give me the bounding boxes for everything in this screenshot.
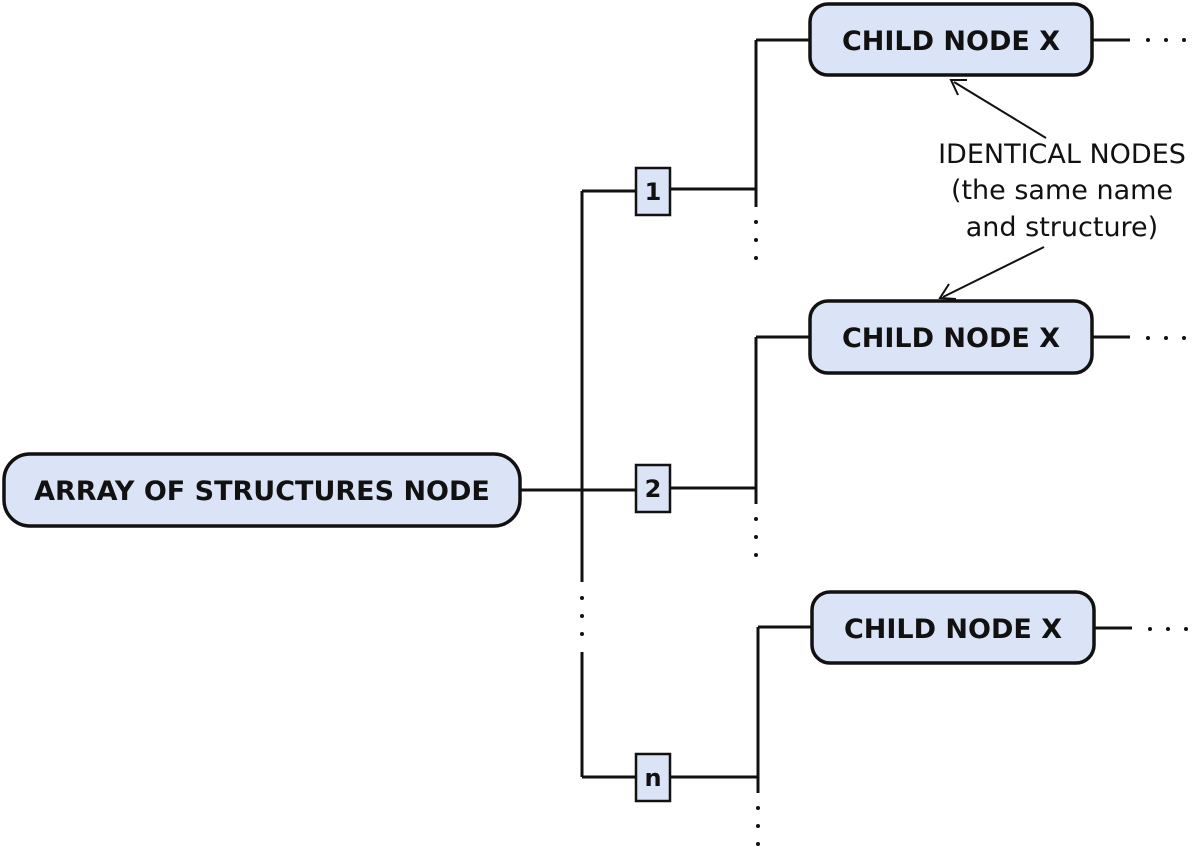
branch-1-ellipsis <box>754 220 758 260</box>
child-node-2-label: CHILD NODE X <box>842 323 1060 354</box>
index-box-n: n <box>634 752 672 803</box>
annotation-line-1: IDENTICAL NODES <box>938 139 1186 170</box>
root-node-label: ARRAY OF STRUCTURES NODE <box>34 476 490 507</box>
child-node-2: CHILD NODE X <box>808 299 1094 375</box>
branch-2-ellipsis <box>754 517 758 557</box>
branch-n-connectors <box>670 625 1188 846</box>
child-node-1-label: CHILD NODE X <box>842 26 1060 57</box>
trunk-ellipsis <box>580 596 584 636</box>
annotation-arrow-up <box>949 79 1047 139</box>
child-node-n-label: CHILD NODE X <box>844 614 1062 645</box>
child-node-n: CHILD NODE X <box>810 590 1096 665</box>
identical-nodes-annotation: IDENTICAL NODES (the same name and struc… <box>938 79 1186 300</box>
branch-n-ellipsis <box>756 806 760 846</box>
annotation-line-2: (the same name <box>951 175 1173 206</box>
annotation-arrow-down <box>938 246 1045 300</box>
index-label-n: n <box>644 764 661 792</box>
index-box-2: 2 <box>634 463 672 514</box>
branch-2-connectors <box>670 335 1186 557</box>
child-node-1: CHILD NODE X <box>808 2 1094 77</box>
root-connectors <box>520 189 636 779</box>
annotation-line-3: and structure) <box>966 212 1158 243</box>
child-2-ellipsis <box>1146 336 1186 340</box>
root-node: ARRAY OF STRUCTURES NODE <box>2 452 522 528</box>
branch-1-connectors <box>670 38 1186 260</box>
index-label-1: 1 <box>645 178 662 206</box>
index-label-2: 2 <box>645 475 662 503</box>
child-1-ellipsis <box>1146 38 1186 42</box>
index-box-1: 1 <box>634 166 672 217</box>
child-n-ellipsis <box>1148 627 1188 631</box>
